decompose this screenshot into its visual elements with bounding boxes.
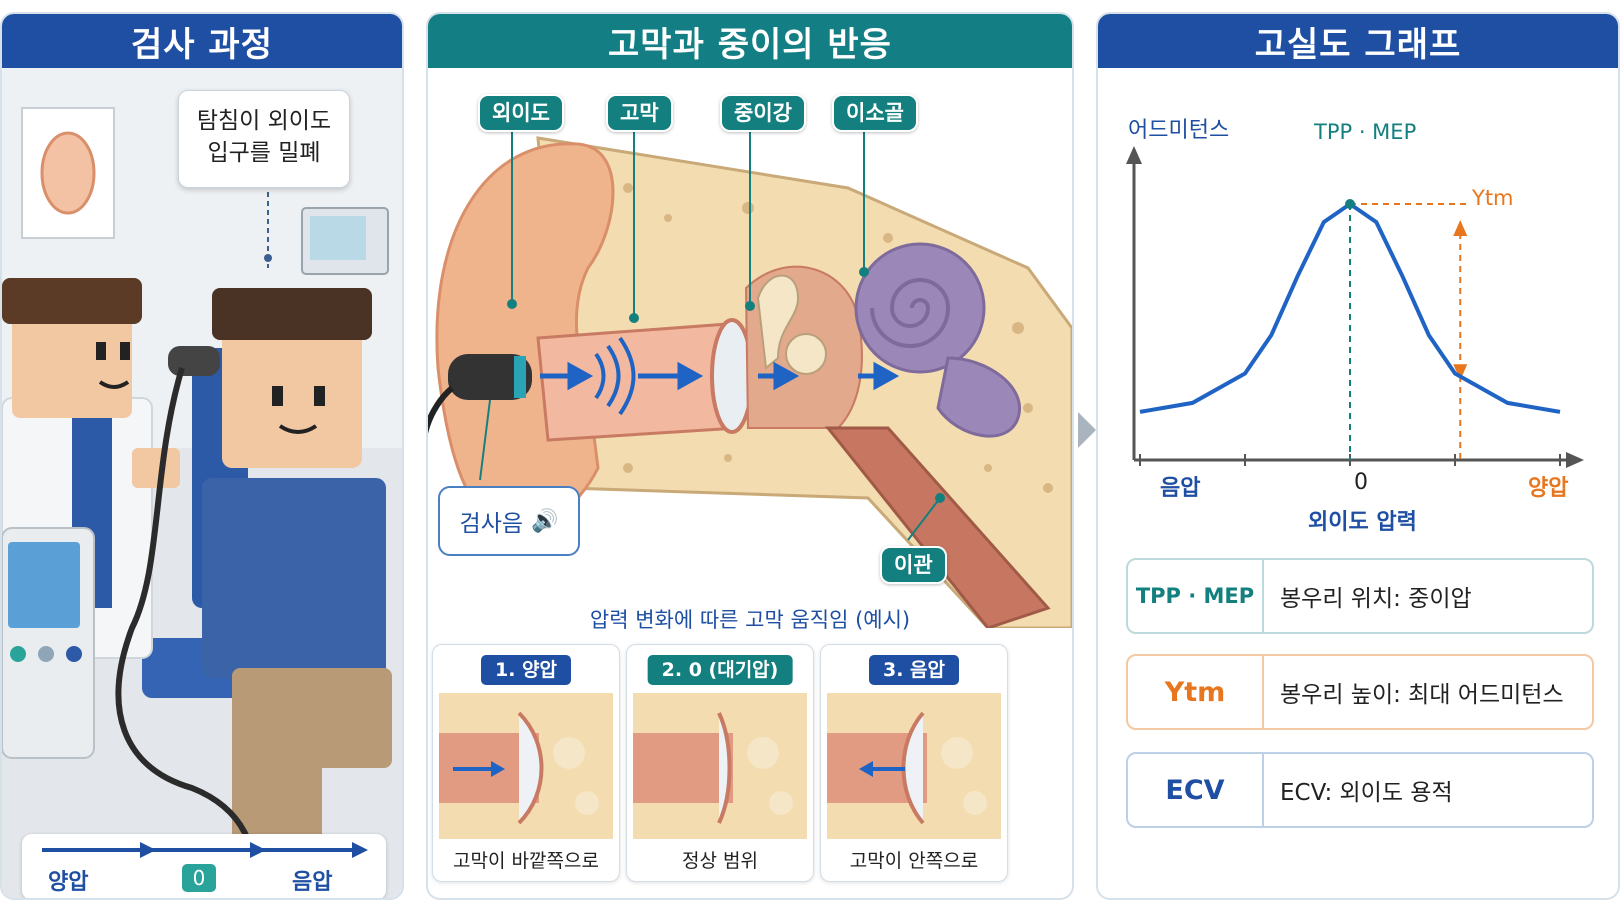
eardrum-out-illustration	[439, 693, 613, 839]
card-caption: 고막이 안쪽으로	[849, 850, 979, 872]
movement-card-positive: 1. 양압 고막이 바깥쪽으로	[432, 644, 620, 882]
pressure-sequence-bar: 양압 0 음압	[22, 834, 386, 898]
card-badge: 2. 0 (대기압)	[647, 655, 793, 685]
pressure-label-positive: 양압	[48, 870, 89, 895]
panel-title-tympanogram: 고실도 그래프	[1098, 14, 1618, 68]
card-caption: 정상 범위	[682, 850, 758, 872]
panel-test-procedure: 검사 과정	[0, 12, 404, 900]
tag-middle-ear: 중이강	[720, 94, 806, 132]
tag-ossicles: 이소골	[832, 94, 918, 132]
tag-ear-canal: 외이도	[478, 94, 564, 132]
card-badge: 1. 양압	[480, 655, 572, 685]
eardrum-in-illustration	[827, 693, 1001, 839]
legend-row-tpp: TPP · MEP 봉우리 위치: 중이압	[1126, 558, 1594, 634]
ear-poster-icon	[21, 107, 115, 239]
tag-eustachian: 이관	[880, 546, 947, 584]
tympanogram-chart	[1126, 146, 1584, 468]
card-caption: 고막이 바깥쪽으로	[453, 850, 599, 872]
panel-connector-arrow-icon	[1078, 412, 1096, 448]
panel-title-procedure: 검사 과정	[2, 14, 402, 68]
x-tick-positive: 양압	[1528, 476, 1569, 501]
ytm-down-arrow-icon	[1453, 364, 1468, 381]
ytm-up-arrow-icon	[1453, 220, 1468, 236]
tag-eardrum: 고막	[606, 94, 673, 132]
peak-point	[1345, 199, 1355, 209]
callout-line-1: 탐침이 외이도	[196, 108, 332, 134]
cochlea-icon	[854, 242, 986, 374]
legend-desc-ytm: 봉우리 높이: 최대 어드미턴스	[1280, 682, 1564, 708]
card-badge: 3. 음압	[868, 655, 960, 685]
ossicle-icon	[756, 274, 800, 370]
pressure-label-zero: 0	[182, 864, 216, 892]
probe-sound-text: 검사음	[459, 511, 524, 537]
legend-desc-ecv: ECV: 외이도 용적	[1280, 780, 1453, 806]
x-axis-label: 외이도 압력	[1308, 510, 1417, 535]
legend-key-tpp: TPP · MEP	[1128, 560, 1264, 632]
movement-card-neutral: 2. 0 (대기압) 정상 범위	[626, 644, 814, 882]
legend-row-ytm: Ytm 봉우리 높이: 최대 어드미턴스	[1126, 654, 1594, 730]
probe-seal-callout: 탐침이 외이도 입구를 밀폐	[178, 90, 350, 188]
legend-key-ytm: Ytm	[1128, 656, 1264, 728]
x-axis-arrow-icon	[1566, 452, 1584, 468]
y-axis-arrow-icon	[1126, 146, 1142, 164]
y-axis-label: 어드미턴스	[1128, 118, 1230, 143]
movement-card-negative: 3. 음압 고막이 안쪽으로	[820, 644, 1008, 882]
probe-sound-label: 검사음 🔊	[438, 486, 580, 556]
probe-tip-icon	[448, 354, 532, 400]
x-tick-negative: 음압	[1160, 476, 1201, 501]
panel-title-response: 고막과 중이의 반응	[428, 14, 1072, 68]
peak-label: TPP · MEP	[1314, 120, 1417, 144]
movement-subtitle: 압력 변화에 따른 고막 움직임 (예시)	[589, 608, 911, 632]
ytm-label: Ytm	[1472, 186, 1514, 210]
probe-icon	[168, 346, 220, 376]
x-tick-zero: 0	[1354, 470, 1368, 495]
callout-line-2: 입구를 밀폐	[207, 140, 321, 166]
speaker-icon: 🔊	[531, 508, 559, 534]
sound-wave-icon	[594, 336, 636, 416]
procedure-illustration	[2, 68, 402, 898]
ear-anatomy-diagram	[428, 130, 1072, 628]
legend-desc-tpp: 봉우리 위치: 중이압	[1280, 586, 1472, 612]
legend-row-ecv: ECV ECV: 외이도 용적	[1126, 752, 1594, 828]
pressure-label-negative: 음압	[292, 870, 333, 895]
legend-key-ecv: ECV	[1128, 754, 1264, 826]
eardrum-neutral-illustration	[633, 693, 807, 839]
